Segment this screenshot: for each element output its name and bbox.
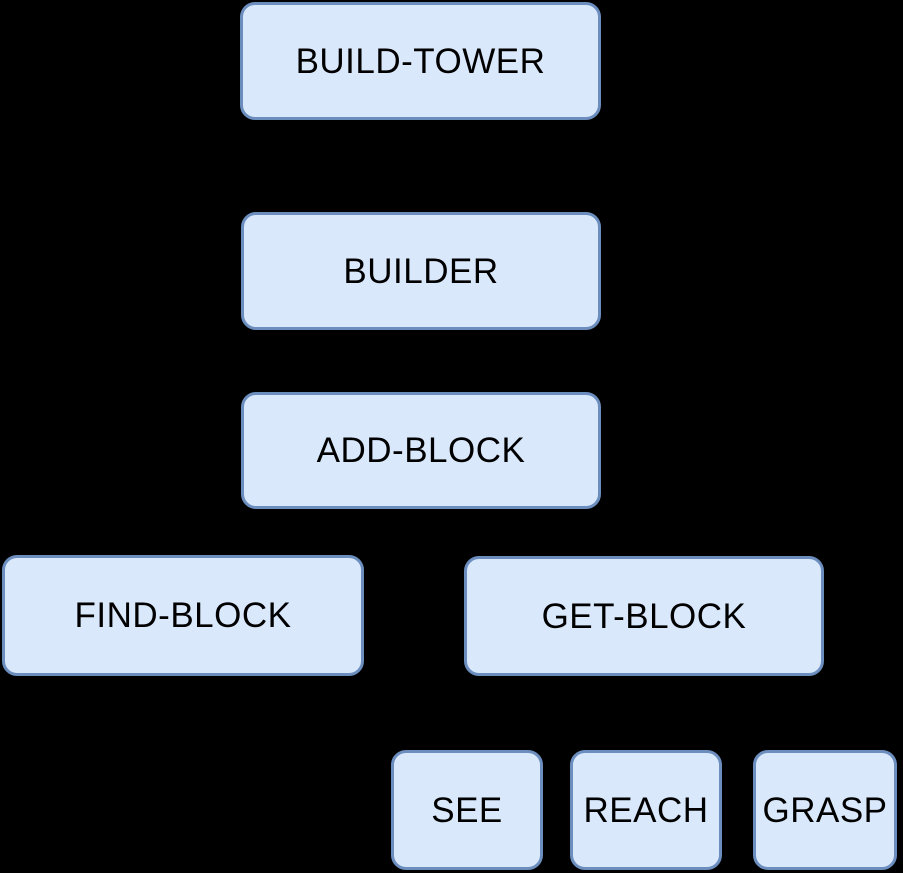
node-build-tower: BUILD-TOWER (240, 2, 601, 120)
node-see-label: SEE (431, 790, 503, 830)
node-grasp-label: GRASP (762, 790, 888, 830)
node-builder: BUILDER (241, 212, 601, 330)
node-get-block: GET-BLOCK (464, 556, 824, 676)
node-get-block-label: GET-BLOCK (541, 596, 747, 636)
node-find-block-label: FIND-BLOCK (74, 596, 292, 635)
node-build-tower-label: BUILD-TOWER (295, 41, 546, 81)
node-see: SEE (391, 750, 543, 870)
node-reach: REACH (570, 750, 722, 870)
node-add-block-label: ADD-BLOCK (316, 431, 526, 470)
node-builder-label: BUILDER (343, 251, 499, 291)
node-reach-label: REACH (583, 790, 709, 830)
node-grasp: GRASP (753, 750, 897, 870)
node-find-block: FIND-BLOCK (2, 555, 364, 676)
node-add-block: ADD-BLOCK (241, 392, 601, 509)
